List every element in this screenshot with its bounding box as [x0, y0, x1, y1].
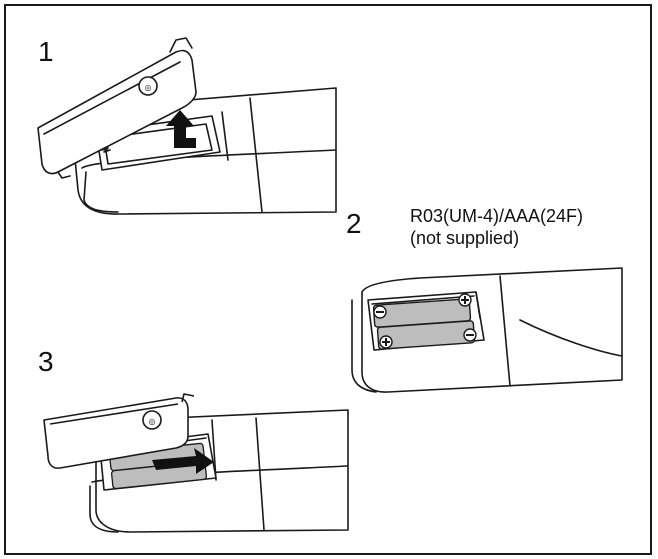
- svg-text:◎: ◎: [145, 83, 152, 92]
- svg-text:◎: ◎: [149, 417, 156, 426]
- step-1-illustration: ◎: [38, 38, 336, 214]
